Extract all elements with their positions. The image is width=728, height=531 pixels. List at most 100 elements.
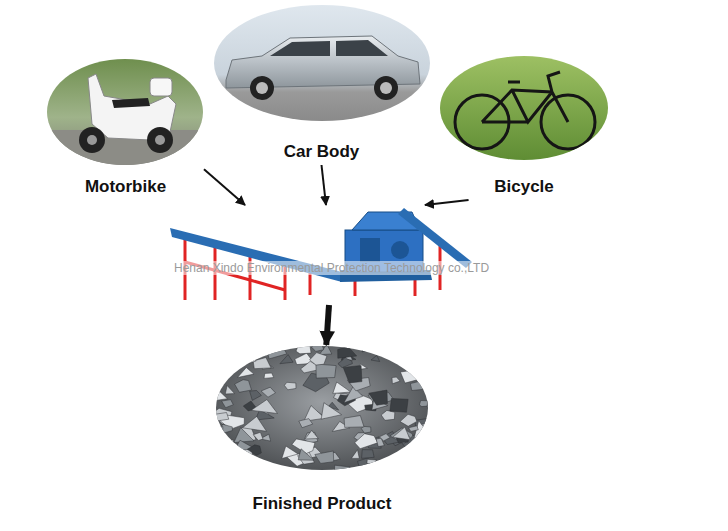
metal-scrap-photo xyxy=(264,373,274,378)
metal-scrap-photo xyxy=(235,380,252,393)
metal-scrap-photo xyxy=(221,440,234,449)
motorbike-photo xyxy=(155,135,165,145)
metal-scrap-photo xyxy=(316,364,336,378)
metal-scrap-photo xyxy=(250,391,262,401)
metal-scrap-photo xyxy=(305,430,318,439)
motorbike-photo xyxy=(40,74,210,170)
metal-scrap-photo xyxy=(209,381,223,391)
metal-scrap-photo xyxy=(410,366,426,375)
metal-scrap-photo xyxy=(367,459,376,465)
metal-scrap-photo xyxy=(247,445,261,456)
metal-scrap-photo xyxy=(280,355,293,364)
metal-scrap-photo xyxy=(310,353,327,366)
product-photo: Finished Product xyxy=(215,345,429,517)
node-label: Motorbike xyxy=(83,177,168,200)
metal-scrap-photo xyxy=(296,341,311,354)
metal-scrap-photo xyxy=(299,419,313,428)
metal-scrap-photo xyxy=(266,345,287,359)
shredder-machine xyxy=(360,238,380,262)
metal-scrap-photo xyxy=(282,446,298,459)
metal-scrap-photo xyxy=(369,390,388,405)
motorbike-photo xyxy=(79,127,105,153)
flow-arrow xyxy=(204,169,245,205)
motorbike-photo xyxy=(150,78,172,96)
metal-scrap-photo xyxy=(228,350,241,357)
metal-scrap-photo xyxy=(390,399,408,413)
metal-scrap-photo xyxy=(379,434,390,441)
metal-scrap-photo xyxy=(338,358,353,368)
metal-scrap-photo xyxy=(381,410,395,420)
source-photo: Car Body xyxy=(213,5,430,165)
flow-arrow xyxy=(326,305,329,345)
metal-scrap-photo xyxy=(338,346,357,358)
metal-scrap-photo xyxy=(219,424,232,433)
metal-scrap-photo xyxy=(321,403,341,420)
metal-scrap-photo xyxy=(261,387,275,397)
node-label: Car Body xyxy=(282,142,362,165)
source-photo: Bicycle xyxy=(440,57,608,200)
metal-scrap-photo xyxy=(350,344,360,348)
metal-scrap-photo xyxy=(237,355,249,364)
motorbike-photo xyxy=(112,98,150,108)
metal-scrap-photo xyxy=(377,465,388,473)
source-photo: Motorbike xyxy=(47,60,204,200)
metal-scrap-photo xyxy=(225,386,234,395)
metal-scrap-photo xyxy=(253,432,263,440)
car-photo xyxy=(214,5,430,121)
metal-scrap-photo xyxy=(238,368,254,378)
car-photo xyxy=(226,36,420,100)
metal-scrap-photo xyxy=(209,391,227,402)
metal-scrap-photo xyxy=(355,434,378,449)
car-photo xyxy=(256,82,268,94)
metal-scrap-photo xyxy=(399,350,421,363)
metal-scrap-photo xyxy=(400,414,417,426)
metal-scrap-photo xyxy=(315,451,334,463)
metal-scrap-photo xyxy=(224,343,240,356)
metal-scrap-photo xyxy=(343,366,362,383)
metal-scrap-photo xyxy=(231,345,246,361)
metal-scrap-photo xyxy=(234,428,254,443)
shredder-machine xyxy=(250,280,285,290)
metal-scrap-photo xyxy=(251,400,277,414)
shredder-machine-box xyxy=(170,205,470,305)
shredder-machine xyxy=(398,208,472,268)
metal-scrap-photo xyxy=(298,449,314,460)
metal-scrap-photo xyxy=(284,382,296,390)
metal-scrap-photo xyxy=(216,346,428,470)
metal-scrap-photo xyxy=(334,465,350,474)
metal-scrap-photo xyxy=(410,381,426,391)
metal-scrap-photo xyxy=(390,428,413,444)
bicycle-photo xyxy=(440,56,608,160)
metal-scrap-photo xyxy=(253,358,271,369)
metal-scrap-photo xyxy=(210,427,222,436)
bicycle-photo xyxy=(440,56,608,160)
metal-scrap-photo xyxy=(361,426,371,433)
car-photo xyxy=(270,40,388,56)
car-photo xyxy=(380,82,392,94)
metal-scrap-photo xyxy=(206,413,229,423)
metal-scrap-photo xyxy=(371,355,380,361)
car-photo xyxy=(214,5,430,121)
shredder-machine xyxy=(170,208,472,300)
metal-scrap-photo xyxy=(362,450,375,459)
metal-scrap-photo xyxy=(243,416,267,431)
motorbike-photo xyxy=(147,127,173,153)
metal-scrap-photo xyxy=(362,343,373,352)
metal-scrap-photo xyxy=(393,427,411,440)
metal-scrap-photo xyxy=(344,416,364,428)
metal-scrap-photo xyxy=(231,451,244,459)
car-photo xyxy=(374,76,398,100)
motorbike-photo xyxy=(87,135,97,145)
metal-scrap-photo xyxy=(239,338,260,355)
car-photo xyxy=(250,76,274,100)
metal-scrap-photo xyxy=(400,369,425,383)
metal-scrap-photo xyxy=(333,382,351,393)
watermark: Henan Xindo Environmental Protection Tec… xyxy=(172,261,491,275)
flow-arrow xyxy=(425,200,469,205)
metal-scrap-photo xyxy=(312,343,324,351)
flow-arrow xyxy=(322,165,327,205)
shredder-machine xyxy=(391,241,409,259)
metal-scrap-photo xyxy=(351,450,359,459)
shredder-machine xyxy=(249,252,252,300)
motorbike-photo xyxy=(40,59,210,170)
